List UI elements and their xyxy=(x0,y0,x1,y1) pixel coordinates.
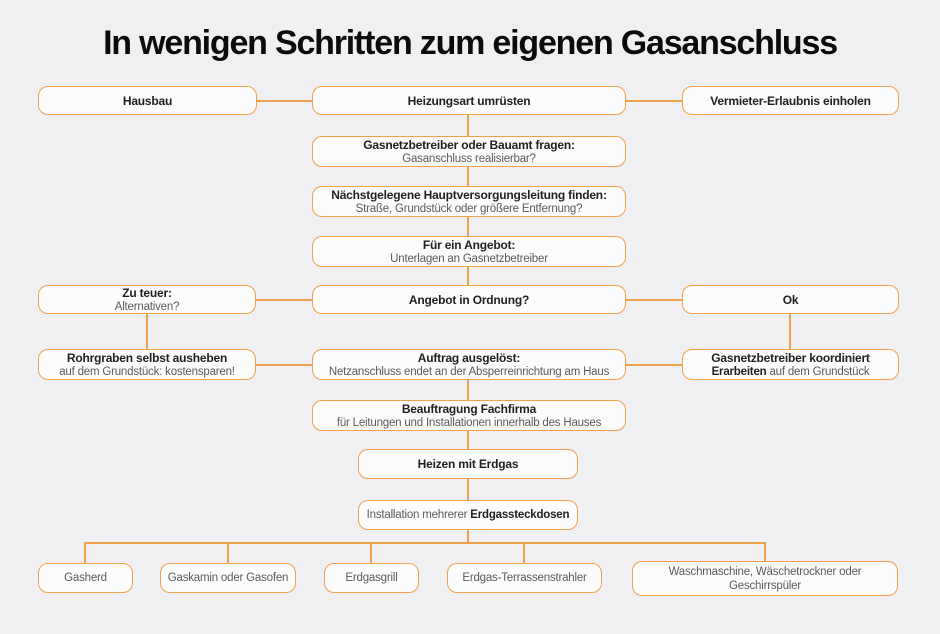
node-rohrgraben: Rohrgraben selbst ausheben auf dem Grund… xyxy=(38,349,256,380)
node-hausbau: Hausbau xyxy=(38,86,257,115)
node-sublabel: Straße, Grundstück oder größere Entfernu… xyxy=(355,202,583,215)
connector-heizungsart-vermieter xyxy=(626,100,682,102)
connector-hausbau-heizungsart xyxy=(257,100,312,102)
node-hauptversorgungsleitung: Nächstgelegene Hauptversorgungsleitung f… xyxy=(312,186,626,217)
connector-bus-erdgasgrill xyxy=(370,542,372,563)
node-label: Heizungsart umrüsten xyxy=(407,93,531,108)
node-label: Vermieter-Erlaubnis einholen xyxy=(710,93,871,108)
connector-ordnung-ok xyxy=(626,299,682,301)
node-label: Erdgasgrill xyxy=(345,572,398,584)
node-label: Erdgas-Terrassenstrahler xyxy=(462,572,587,584)
node-sublabel: für Leitungen und Installationen innerha… xyxy=(336,416,602,429)
connector-auftrag-koordiniert xyxy=(626,364,682,366)
node-sublabel: auf dem Grundstück: kostensparen! xyxy=(59,365,235,378)
node-sublabel: Unterlagen an Gasnetzbetreiber xyxy=(390,252,548,265)
node-sublabel: Alternativen? xyxy=(114,300,180,313)
node-gasnetzbetreiber-koordiniert: Gasnetzbetreiber koordiniert Erarbeiten … xyxy=(682,349,899,380)
node-label: Nächstgelegene Hauptversorgungsleitung f… xyxy=(331,187,607,202)
node-zu-teuer: Zu teuer: Alternativen? xyxy=(38,285,256,314)
node-label: Rohrgraben selbst ausheben xyxy=(66,350,228,365)
page-title: In wenigen Schritten zum eigenen Gasansc… xyxy=(103,24,838,62)
connector-zuteuer-rohrgraben xyxy=(146,314,148,349)
node-label: Gasherd xyxy=(64,572,107,584)
node-label: Zu teuer: xyxy=(122,285,172,300)
node-sublabel: Erarbeiten auf dem Grundstück xyxy=(711,365,870,378)
node-gaskamin: Gaskamin oder Gasofen xyxy=(160,563,296,593)
node-erdgasgrill: Erdgasgrill xyxy=(324,563,419,593)
node-gasnetzbetreiber-fragen: Gasnetzbetreiber oder Bauamt fragen: Gas… xyxy=(312,136,626,167)
connector-bus-gasherd xyxy=(84,542,86,563)
connector-heizen-installation xyxy=(467,479,469,500)
node-heizungsart-umruesten: Heizungsart umrüsten xyxy=(312,86,626,115)
connector-rohrgraben-auftrag xyxy=(256,364,312,366)
node-label: Waschmaschine, Wäschetrockner oder Gesch… xyxy=(668,565,862,592)
node-vermieter-erlaubnis: Vermieter-Erlaubnis einholen xyxy=(682,86,899,115)
node-label: Angebot in Ordnung? xyxy=(408,292,530,307)
node-label: Gasnetzbetreiber oder Bauamt fragen: xyxy=(363,137,575,152)
node-label: Gasnetzbetreiber koordiniert xyxy=(711,350,870,365)
node-label: Gaskamin oder Gasofen xyxy=(167,572,289,584)
node-erdgas-terrassenstrahler: Erdgas-Terrassenstrahler xyxy=(447,563,602,593)
node-beauftragung-fachfirma: Beauftragung Fachfirma für Leitungen und… xyxy=(312,400,626,431)
node-heizen-mit-erdgas: Heizen mit Erdgas xyxy=(358,449,578,479)
node-sublabel: Gasanschluss realisierbar? xyxy=(402,152,536,165)
connector-bus-horizontal xyxy=(84,542,766,544)
connector-zuteuer-ordnung xyxy=(256,299,312,301)
connector-bauamt-hauptleitung xyxy=(467,167,469,186)
node-installation-erdgassteckdosen: Installation mehrerer Erdgassteckdosen xyxy=(358,500,578,530)
node-ok: Ok xyxy=(682,285,899,314)
node-angebot-in-ordnung: Angebot in Ordnung? xyxy=(312,285,626,314)
node-label: Hausbau xyxy=(122,93,173,108)
node-sublabel: Netzanschluss endet an der Absperreinric… xyxy=(328,365,610,378)
connector-bus-waschmaschine xyxy=(764,542,766,563)
connector-installation-bus xyxy=(467,530,469,544)
node-label: Auftrag ausgelöst: xyxy=(417,350,521,365)
connector-hauptleitung-angebot xyxy=(467,217,469,236)
connector-bus-terrassenstrahler xyxy=(523,542,525,563)
node-waschmaschine: Waschmaschine, Wäschetrockner oder Gesch… xyxy=(632,561,898,596)
node-label: Installation mehrerer Erdgassteckdosen xyxy=(366,509,570,521)
connector-fachfirma-heizen xyxy=(467,431,469,449)
node-label: Heizen mit Erdgas xyxy=(417,457,519,471)
node-gasherd: Gasherd xyxy=(38,563,133,593)
node-auftrag-ausgeloest: Auftrag ausgelöst: Netzanschluss endet a… xyxy=(312,349,626,380)
connector-ok-koordiniert xyxy=(789,314,791,349)
node-label: Für ein Angebot: xyxy=(422,237,516,252)
node-label: Beauftragung Fachfirma xyxy=(401,401,537,416)
connector-bus-gaskamin xyxy=(227,542,229,563)
node-label: Ok xyxy=(782,292,799,307)
connector-angebot-ordnung xyxy=(467,267,469,285)
node-fuer-ein-angebot: Für ein Angebot: Unterlagen an Gasnetzbe… xyxy=(312,236,626,267)
connector-auftrag-fachfirma xyxy=(467,380,469,400)
connector-heizungsart-bauamt xyxy=(467,115,469,136)
